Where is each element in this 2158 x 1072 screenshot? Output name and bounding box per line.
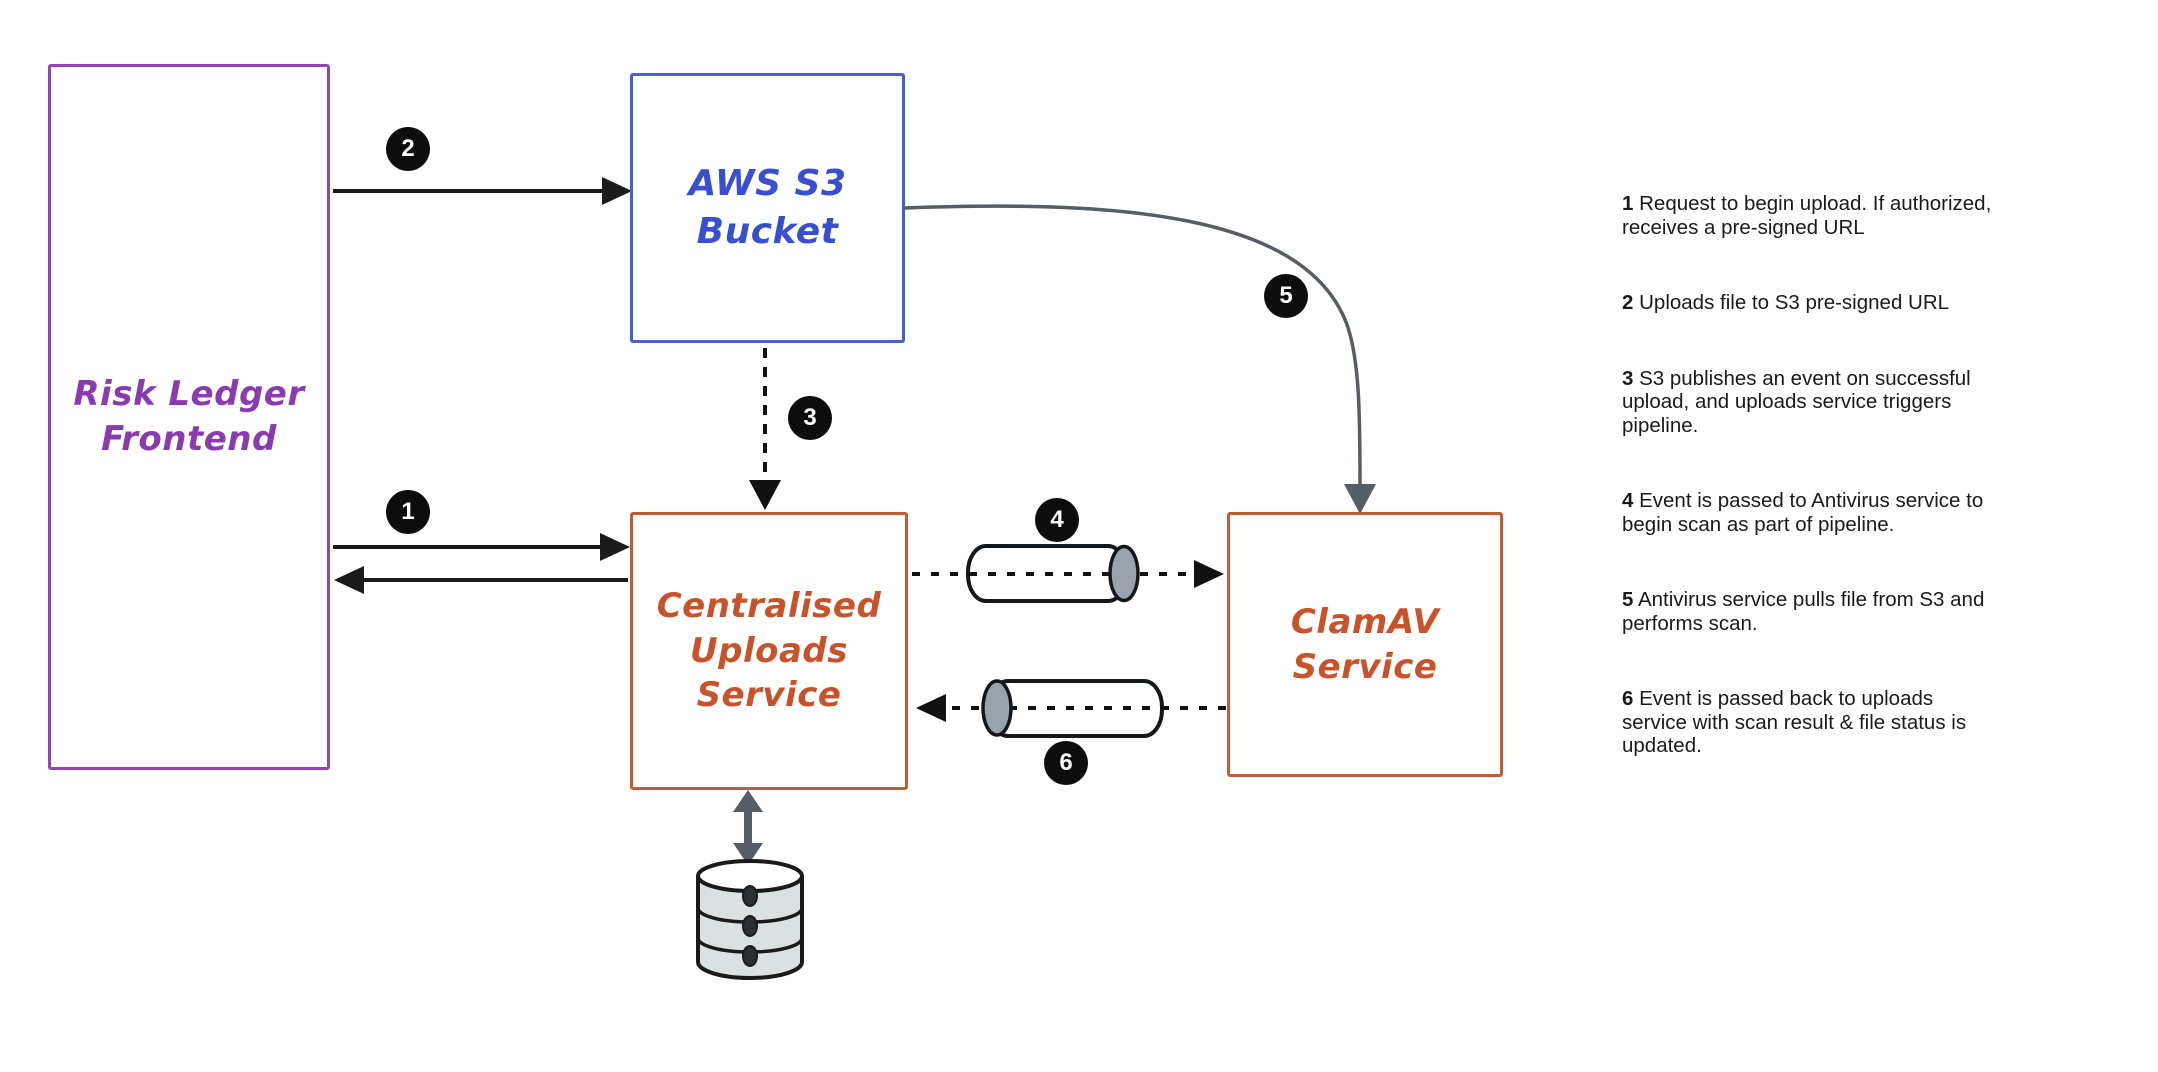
legend-item-text: Antivirus service pulls file from S3 and… <box>1622 588 1985 635</box>
queue-end-cap <box>1108 544 1140 603</box>
legend-item-text: S3 publishes an event on successful uplo… <box>1622 366 1971 437</box>
legend-item-number: 3 <box>1622 366 1634 390</box>
step-badge-4: 4 <box>1035 498 1079 542</box>
legend-item-number: 4 <box>1622 489 1634 512</box>
node-label: AWS S3 Bucket <box>688 163 847 252</box>
legend-item-number: 2 <box>1622 291 1634 314</box>
node-label: Risk Ledger Frontend <box>73 374 305 459</box>
arrow-uploads-database <box>733 790 763 865</box>
arrow-s3-event <box>749 348 781 510</box>
legend-item-number: 5 <box>1622 588 1634 611</box>
node-aws-s3-bucket: AWS S3 Bucket <box>630 73 905 343</box>
legend-item-text: Request to begin upload. If authorized, … <box>1622 192 1992 239</box>
step-badge-1: 1 <box>386 490 430 534</box>
step-badge-5: 5 <box>1264 274 1308 318</box>
node-clamav-service: ClamAV Service <box>1227 512 1503 777</box>
arrow-scan-result <box>916 679 1226 738</box>
arrow-pull-file-from-s3 <box>904 204 1376 514</box>
arrow-scan-request <box>912 544 1224 603</box>
legend-item-2: 2 Uploads file to S3 pre-signed URL <box>1622 291 2112 315</box>
node-risk-ledger-frontend: Risk Ledger Frontend <box>48 64 330 770</box>
arrow-presigned-url-response <box>334 566 628 594</box>
legend-item-text: Event is passed to Antivirus service to … <box>1622 489 1984 536</box>
legend-item-1: 1 Request to begin upload. If authorized… <box>1622 192 2112 239</box>
node-label: ClamAV Service <box>1290 601 1440 687</box>
legend-item-number: 6 <box>1622 687 1634 710</box>
legend-item-number: 1 <box>1622 192 1634 215</box>
legend-item-6: 6 Event is passed back to uploads servic… <box>1622 687 2112 758</box>
legend-item-4: 4 Event is passed to Antivirus service t… <box>1622 489 2112 536</box>
node-centralised-uploads-service: Centralised Uploads Service <box>630 512 908 790</box>
legend-item-text: Uploads file to S3 pre-signed URL <box>1639 291 1950 314</box>
legend: 1 Request to begin upload. If authorized… <box>1622 192 2112 810</box>
legend-item-5: 5 Antivirus service pulls file from S3 a… <box>1622 588 2112 635</box>
node-label: Centralised Uploads Service <box>656 585 882 716</box>
queue-end-cap <box>981 679 1013 737</box>
arrow-upload-to-s3 <box>333 177 632 205</box>
database-icon <box>696 859 804 980</box>
legend-item-text: Event is passed back to uploads service … <box>1622 687 1967 757</box>
arrow-request-upload <box>333 533 630 561</box>
step-badge-2: 2 <box>386 127 430 171</box>
step-badge-3: 3 <box>788 396 832 440</box>
step-badge-6: 6 <box>1044 741 1088 785</box>
legend-item-3: 3 S3 publishes an event on successful up… <box>1622 367 2112 438</box>
